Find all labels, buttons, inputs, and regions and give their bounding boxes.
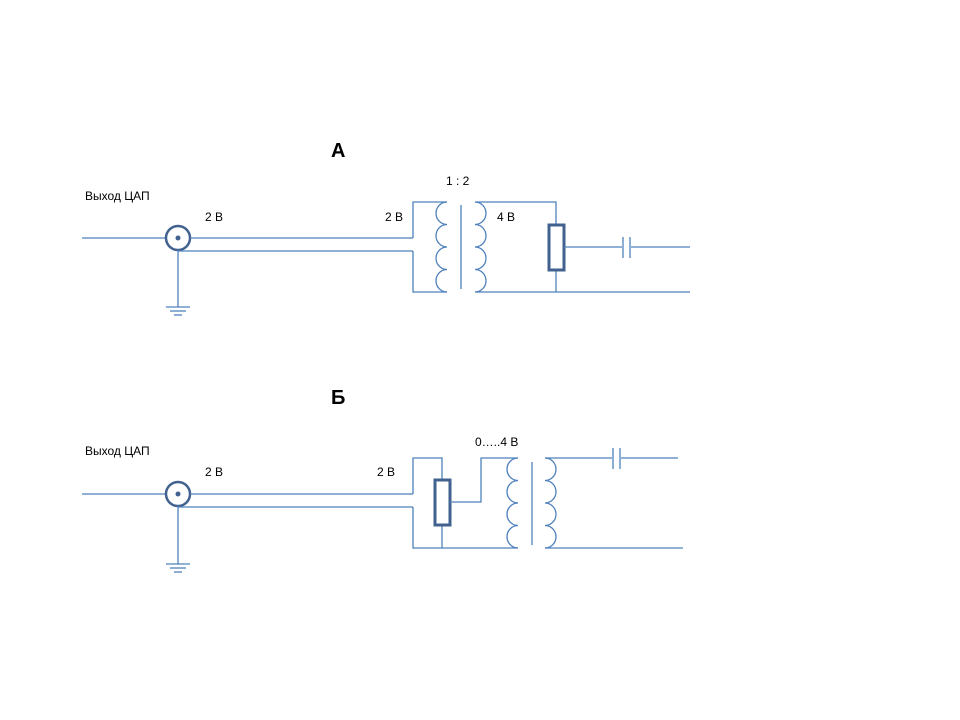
primary-winding [435,201,448,293]
adjust-range-label: 0…..4 В [475,435,518,449]
capacitor-icon [612,448,621,469]
primary-bottom-lead [412,251,447,293]
diagram-b-heading: Б [331,387,345,409]
cable-voltage-label: 2 В [205,210,223,224]
diagram-a-heading: А [331,140,345,162]
secondary-winding [544,457,557,549]
coax-connector-icon [164,224,192,252]
primary-winding [506,457,519,549]
pot-voltage-label: 2 В [377,465,395,479]
secondary-voltage-label: 4 В [497,210,515,224]
secondary-top-lead [475,201,557,225]
secondary-winding [474,201,487,293]
dac-output-label: Выход ЦАП [85,189,150,203]
potentiometer-icon [433,478,452,527]
pot-top-lead [412,457,443,494]
potentiometer-icon [547,223,566,272]
wiper-wire [450,457,518,503]
pot-bottom-frame [412,507,442,549]
primary-top-lead [412,201,447,238]
diagram-a: А Выход ЦАП 2 В 2 В 1 : 2 4 В [82,140,690,316]
ground-icon [166,250,190,316]
capacitor-icon [622,237,631,258]
ground-icon [166,506,190,573]
primary-voltage-label: 2 В [385,210,403,224]
coax-connector-icon [164,480,192,508]
dac-output-label: Выход ЦАП [85,444,150,458]
diagram-b: Б Выход ЦАП 2 В 2 В 0…..4 В [82,387,683,573]
turns-ratio-label: 1 : 2 [446,174,470,188]
cable-voltage-label: 2 В [205,465,223,479]
